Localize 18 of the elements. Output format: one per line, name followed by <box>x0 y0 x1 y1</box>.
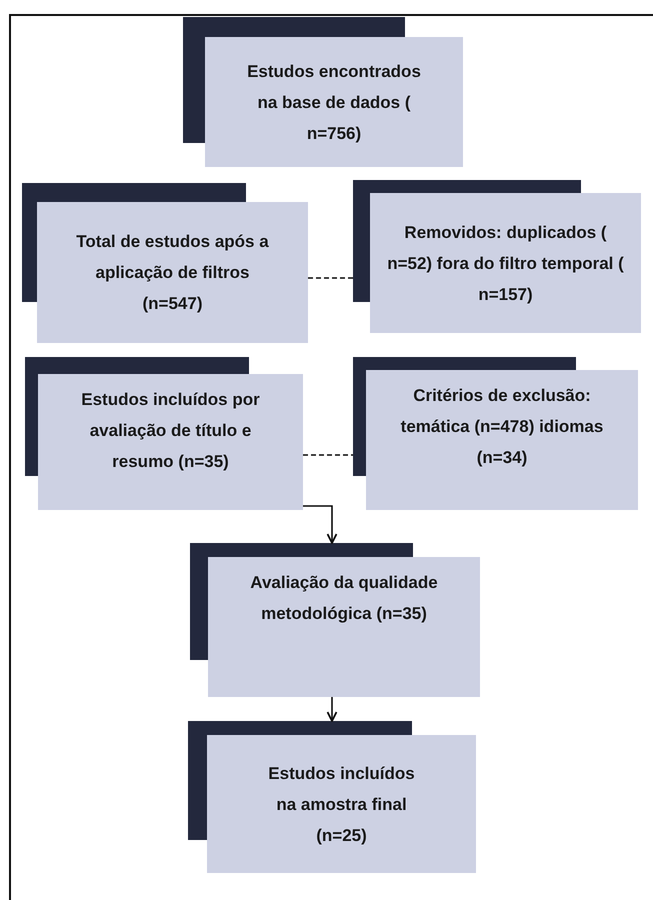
box-text: Avaliação da qualidade metodológica (n=35) <box>249 572 439 625</box>
process-box <box>25 357 303 510</box>
process-box <box>188 721 476 873</box>
process-box <box>353 180 641 333</box>
process-box <box>353 357 638 510</box>
process-box <box>190 543 480 697</box>
process-box <box>22 183 308 343</box>
box-text: Estudos encontrados na base de dados ( n=756) <box>246 60 422 144</box>
box-text: Estudos incluídos por avaliação de título e resumo (n=35) <box>80 389 261 473</box>
box-text: Total de estudos após a aplicação de filtros (n=547) <box>75 231 270 315</box>
connector-line <box>308 277 353 279</box>
box-text: Critérios de exclusão: temática (n=478) idiomas (n=34) <box>400 385 604 469</box>
box-text: Estudos incluídos na amostra final (n=25) <box>267 762 416 846</box>
arrow <box>303 505 338 544</box>
box-text: Removidos: duplicados ( n=52) fora do filtro temporal ( n=157) <box>386 222 625 306</box>
arrow <box>326 697 338 722</box>
process-box <box>183 17 463 167</box>
connector-line <box>303 454 353 456</box>
